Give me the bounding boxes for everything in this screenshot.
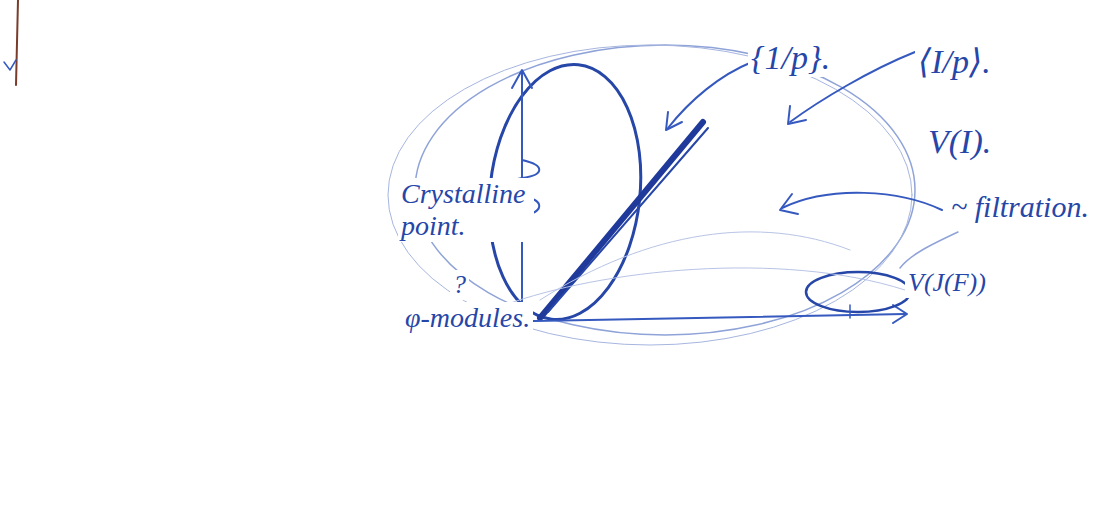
sketch-label: Crystalline point. — [398, 178, 534, 242]
leader-line — [668, 62, 752, 128]
tick — [849, 305, 851, 318]
arrow-head — [780, 194, 798, 214]
sketch-label: {1/p}. — [748, 38, 833, 77]
arrow-head — [788, 106, 806, 124]
outer-region-trace — [388, 45, 912, 345]
diagonal-line — [548, 128, 708, 312]
guide-curve — [505, 268, 905, 305]
sketch-label: V(I). — [925, 122, 994, 161]
check-mark — [4, 60, 16, 70]
base-axis — [485, 314, 905, 322]
sketch-label: ~ filtration. — [948, 190, 1092, 225]
arrow-head — [893, 305, 907, 323]
sketch-label: φ-modules. — [402, 302, 533, 334]
sketch-label: V(J(F)) — [905, 268, 989, 298]
leader-line — [900, 232, 958, 268]
margin-mark — [16, 0, 18, 85]
arrow-head — [512, 70, 532, 88]
arrow-head — [666, 112, 682, 130]
guide-curve — [540, 232, 850, 300]
sketch-label: ? — [450, 270, 469, 300]
diagonal-line — [540, 122, 703, 318]
sketch-label: ⟨I/p⟩. — [915, 42, 994, 81]
leader-line — [782, 193, 942, 210]
